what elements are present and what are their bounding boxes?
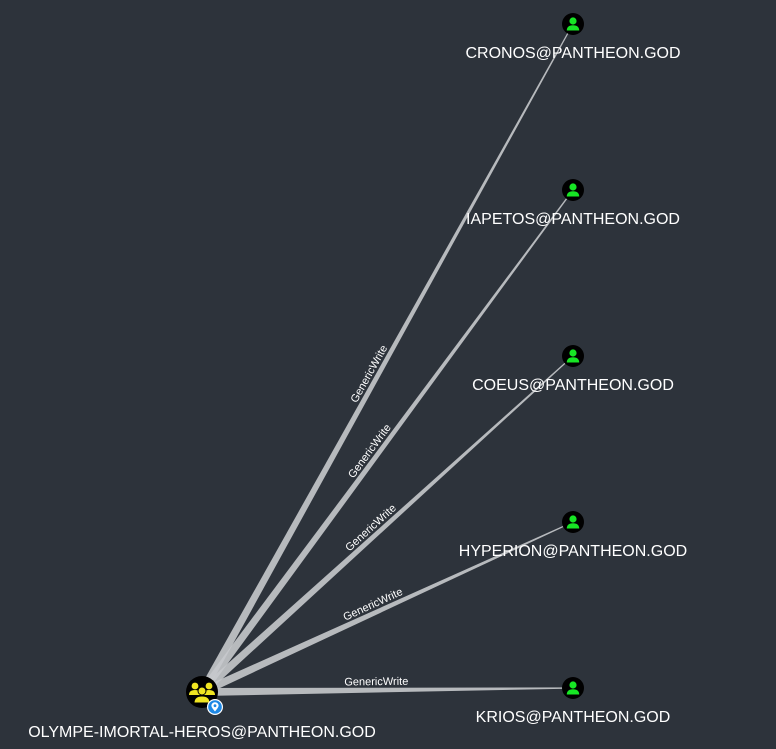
edge-genericwrite[interactable] xyxy=(202,687,573,696)
node-label: CRONOS@PANTHEON.GOD xyxy=(465,45,680,62)
user-node[interactable]: HYPERION@PANTHEON.GOD xyxy=(459,511,687,560)
nodes-layer: CRONOS@PANTHEON.GOD IAPETOS@PANTHEON.GOD C… xyxy=(28,13,687,741)
edge-label: GenericWrite xyxy=(343,502,398,554)
user-icon xyxy=(566,515,580,529)
node-label: KRIOS@PANTHEON.GOD xyxy=(476,709,671,726)
group-icon xyxy=(189,682,215,704)
edge-line[interactable] xyxy=(199,355,574,695)
map-pin-icon xyxy=(207,699,223,715)
user-node[interactable]: IAPETOS@PANTHEON.GOD xyxy=(466,179,680,228)
user-icon xyxy=(566,17,580,31)
edge-label: GenericWrite xyxy=(346,422,394,481)
edge-genericwrite[interactable] xyxy=(200,521,574,696)
edge-line[interactable] xyxy=(202,687,573,696)
edge-genericwrite[interactable] xyxy=(198,189,574,695)
edge-label: GenericWrite xyxy=(344,676,408,689)
edge-genericwrite[interactable] xyxy=(199,355,574,695)
node-label: COEUS@PANTHEON.GOD xyxy=(472,377,674,394)
node-label: IAPETOS@PANTHEON.GOD xyxy=(466,211,680,228)
edge-line[interactable] xyxy=(198,189,574,695)
node-label: OLYMPE-IMORTAL-HEROS@PANTHEON.GOD xyxy=(28,724,376,741)
edges-layer xyxy=(198,23,574,696)
user-node[interactable]: CRONOS@PANTHEON.GOD xyxy=(465,13,681,62)
user-node[interactable]: KRIOS@PANTHEON.GOD xyxy=(476,677,671,726)
edge-label: GenericWrite xyxy=(349,343,391,405)
user-icon xyxy=(566,183,580,197)
edge-line[interactable] xyxy=(198,23,574,694)
group-node[interactable]: OLYMPE-IMORTAL-HEROS@PANTHEON.GOD xyxy=(28,676,376,741)
user-icon xyxy=(566,349,580,363)
node-label: HYPERION@PANTHEON.GOD xyxy=(459,543,687,560)
user-icon xyxy=(566,681,580,695)
edge-genericwrite[interactable] xyxy=(198,23,574,694)
edge-line[interactable] xyxy=(200,521,574,696)
user-node[interactable]: COEUS@PANTHEON.GOD xyxy=(472,345,674,394)
